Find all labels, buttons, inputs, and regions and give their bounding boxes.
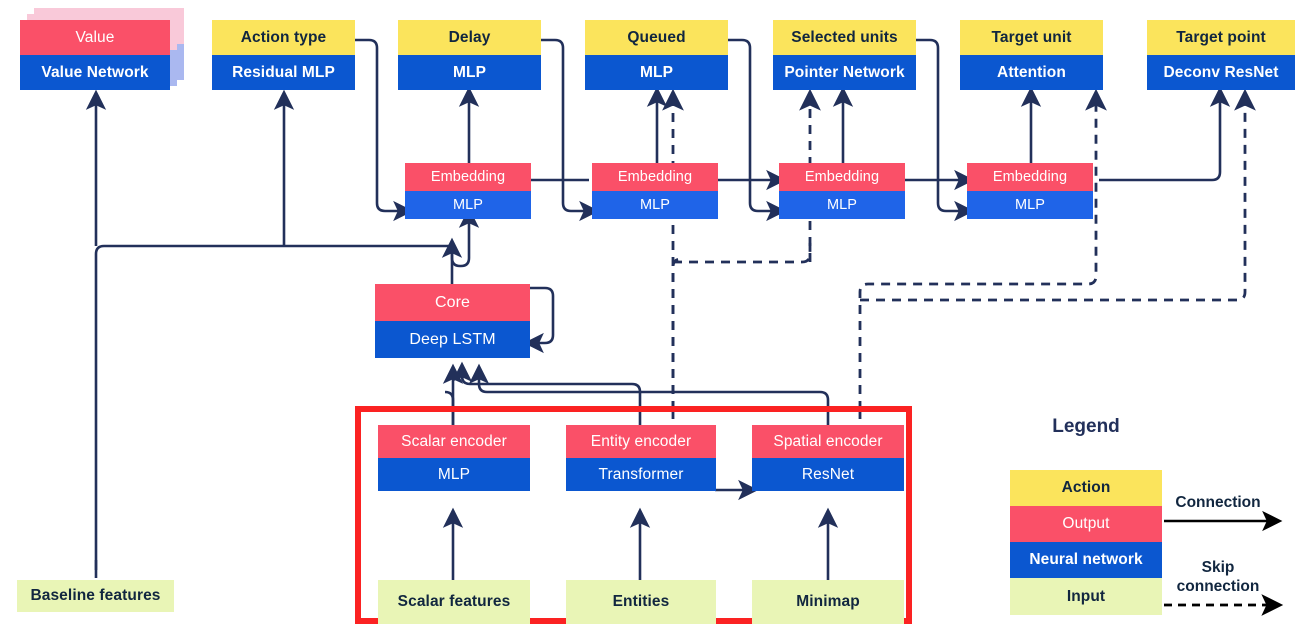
wire-core-recurrent-loop bbox=[492, 286, 555, 354]
node-value-top: Value bbox=[20, 20, 170, 55]
node-value-bottom: Value Network bbox=[20, 55, 170, 90]
node-core-bottom: Deep LSTM bbox=[375, 321, 530, 358]
wire-bus-left-baseline-col bbox=[94, 244, 452, 570]
node-baseline-features[interactable]: Baseline features bbox=[17, 580, 174, 612]
node-delay-top: Delay bbox=[398, 20, 541, 55]
node-target-point-top: Target point bbox=[1147, 20, 1295, 55]
node-delay[interactable]: Delay MLP bbox=[398, 20, 541, 90]
node-embedding-3-top: Embedding bbox=[779, 163, 905, 191]
wire-embedding4-to-target-point bbox=[1099, 86, 1231, 182]
node-spatial-encoder-top: Spatial encoder bbox=[752, 425, 904, 458]
node-selected-units-top: Selected units bbox=[773, 20, 916, 55]
node-scalar-encoder-top: Scalar encoder bbox=[378, 425, 530, 458]
node-embedding-3[interactable]: Embedding MLP bbox=[779, 163, 905, 219]
legend-swatch-input: Input bbox=[1010, 578, 1162, 615]
legend-connection-label: Connection bbox=[1175, 494, 1261, 511]
node-embedding-1-bottom: MLP bbox=[405, 191, 531, 219]
wire-skip-to-target-point bbox=[860, 88, 1256, 302]
node-target-unit[interactable]: Target unit Attention bbox=[960, 20, 1103, 90]
node-embedding-1[interactable]: Embedding MLP bbox=[405, 163, 531, 219]
node-selected-units[interactable]: Selected units Pointer Network bbox=[773, 20, 916, 90]
node-core[interactable]: Core Deep LSTM bbox=[375, 284, 530, 358]
node-embedding-2-bottom: MLP bbox=[592, 191, 718, 219]
wire-skip-branch-a bbox=[673, 240, 812, 264]
wire-delay-to-embedding2 bbox=[541, 38, 600, 222]
legend-swatch-neural-network: Neural network bbox=[1010, 542, 1162, 578]
node-embedding-2-top: Embedding bbox=[592, 163, 718, 191]
node-selected-units-bottom: Pointer Network bbox=[773, 55, 916, 90]
node-target-unit-bottom: Attention bbox=[960, 55, 1103, 90]
node-embedding-2[interactable]: Embedding MLP bbox=[592, 163, 718, 219]
wire-entity-encoder-to-core bbox=[451, 361, 642, 425]
node-embedding-3-bottom: MLP bbox=[779, 191, 905, 219]
node-entity-encoder-top: Entity encoder bbox=[566, 425, 716, 458]
node-scalar-features[interactable]: Scalar features bbox=[378, 580, 530, 624]
node-target-unit-top: Target unit bbox=[960, 20, 1103, 55]
node-target-point-bottom: Deconv ResNet bbox=[1147, 55, 1295, 90]
wire-queued-to-embedding3 bbox=[728, 38, 787, 222]
node-entity-encoder-bottom: Transformer bbox=[566, 458, 716, 491]
node-delay-bottom: MLP bbox=[398, 55, 541, 90]
node-action-type-top: Action type bbox=[212, 20, 355, 55]
legend-swatch-stack: Action Output Neural network Input bbox=[1010, 470, 1162, 615]
node-spatial-encoder-bottom: ResNet bbox=[752, 458, 904, 491]
node-entity-encoder[interactable]: Entity encoder Transformer bbox=[566, 425, 716, 491]
node-embedding-4-top: Embedding bbox=[967, 163, 1093, 191]
wire-spatial-encoder-to-core bbox=[468, 363, 830, 425]
wire-selectedunits-to-embedding4 bbox=[916, 38, 975, 222]
legend-swatch-action: Action bbox=[1010, 470, 1162, 506]
legend-swatch-output: Output bbox=[1010, 506, 1162, 542]
node-embedding-4-bottom: MLP bbox=[967, 191, 1093, 219]
wire-actiontype-to-embedding1 bbox=[355, 38, 414, 222]
node-entities[interactable]: Entities bbox=[566, 580, 716, 624]
node-embedding-1-top: Embedding bbox=[405, 163, 531, 191]
node-queued-bottom: MLP bbox=[585, 55, 728, 90]
node-core-top: Core bbox=[375, 284, 530, 321]
legend-skip-label-line2: connection bbox=[1176, 578, 1260, 595]
node-queued[interactable]: Queued MLP bbox=[585, 20, 728, 90]
node-value[interactable]: Value Value Network bbox=[20, 20, 170, 90]
node-queued-top: Queued bbox=[585, 20, 728, 55]
node-scalar-encoder-bottom: MLP bbox=[378, 458, 530, 491]
node-target-point[interactable]: Target point Deconv ResNet bbox=[1147, 20, 1295, 90]
node-action-type[interactable]: Action type Residual MLP bbox=[212, 20, 355, 90]
node-minimap[interactable]: Minimap bbox=[752, 580, 904, 624]
wire-skip-to-target-unit bbox=[858, 88, 1107, 410]
legend-title: Legend bbox=[1052, 416, 1120, 437]
node-scalar-encoder[interactable]: Scalar encoder MLP bbox=[378, 425, 530, 491]
node-embedding-4[interactable]: Embedding MLP bbox=[967, 163, 1093, 219]
legend-skip-label: Skip connection bbox=[1143, 558, 1293, 596]
node-action-type-bottom: Residual MLP bbox=[212, 55, 355, 90]
node-spatial-encoder[interactable]: Spatial encoder ResNet bbox=[752, 425, 904, 491]
legend-skip-label-line1: Skip bbox=[1201, 559, 1235, 576]
wire-core-to-embedding1 bbox=[450, 207, 480, 268]
